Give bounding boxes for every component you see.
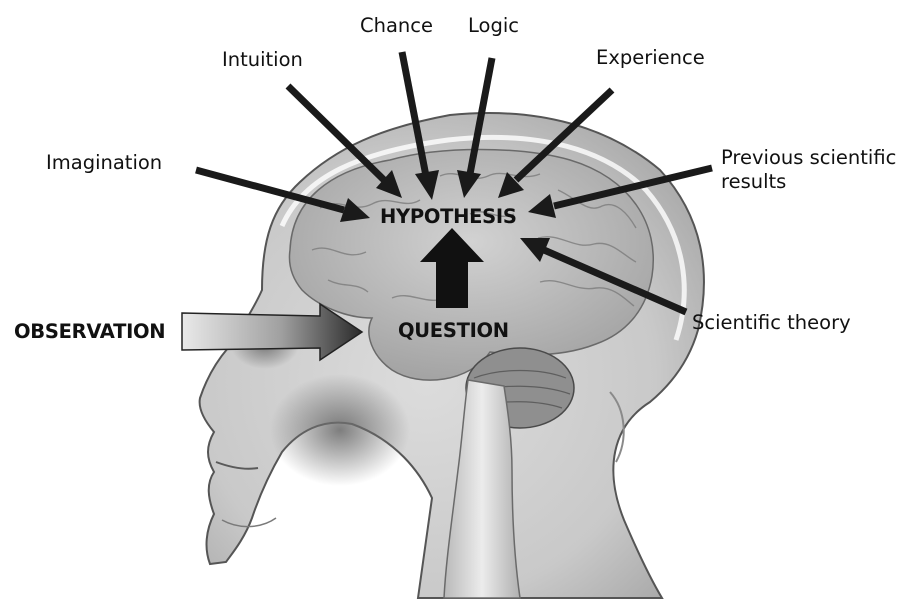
label-question: QUESTION [398,321,509,341]
label-previous-results: Previous scientific results [721,146,921,194]
label-chance: Chance [360,16,433,36]
label-intuition: Intuition [222,50,303,70]
label-logic: Logic [468,16,519,36]
label-experience: Experience [596,48,705,68]
label-observation: OBSERVATION [14,322,165,342]
label-imagination: Imagination [46,153,162,173]
label-hypothesis: HYPOTHESIS [380,207,517,227]
label-scientific-theory: Scientific theory [692,313,851,333]
cheek-shadow [270,374,410,486]
